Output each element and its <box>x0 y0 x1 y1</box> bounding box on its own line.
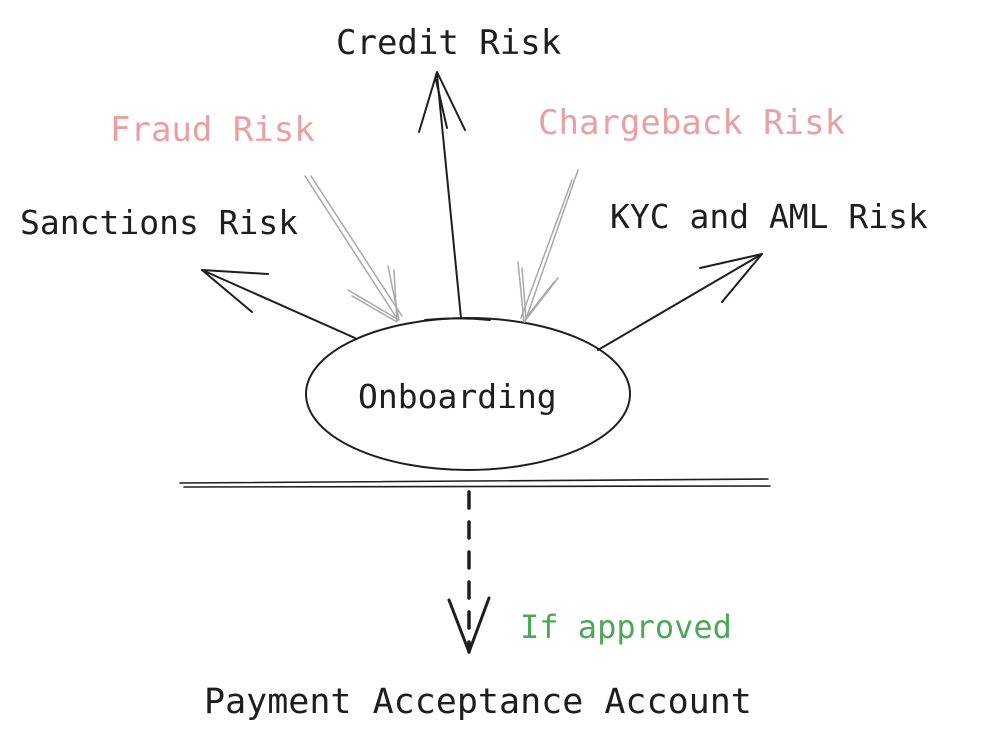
credit-risk-arrow <box>418 71 466 319</box>
onboarding-ellipse <box>305 317 631 471</box>
approval-arrow <box>447 490 491 654</box>
chargeback-risk-arrow <box>517 169 579 323</box>
payment-acceptance-account-label: Payment Acceptance Account <box>204 682 752 722</box>
credit-risk-label: Credit Risk <box>336 23 562 63</box>
if-approved-label: If approved <box>520 608 732 646</box>
kyc-aml-risk-label: KYC and AML Risk <box>610 197 928 236</box>
sanctions-risk-label: Sanctions Risk <box>20 203 299 242</box>
onboarding-label: Onboarding <box>358 377 557 416</box>
kyc-aml-risk-arrow <box>597 253 763 351</box>
fraud-risk-arrow <box>304 175 403 323</box>
sanctions-risk-arrow <box>201 269 356 339</box>
base-line <box>179 478 771 488</box>
fraud-risk-label: Fraud Risk <box>110 110 315 150</box>
chargeback-risk-label: Chargeback Risk <box>538 103 846 143</box>
